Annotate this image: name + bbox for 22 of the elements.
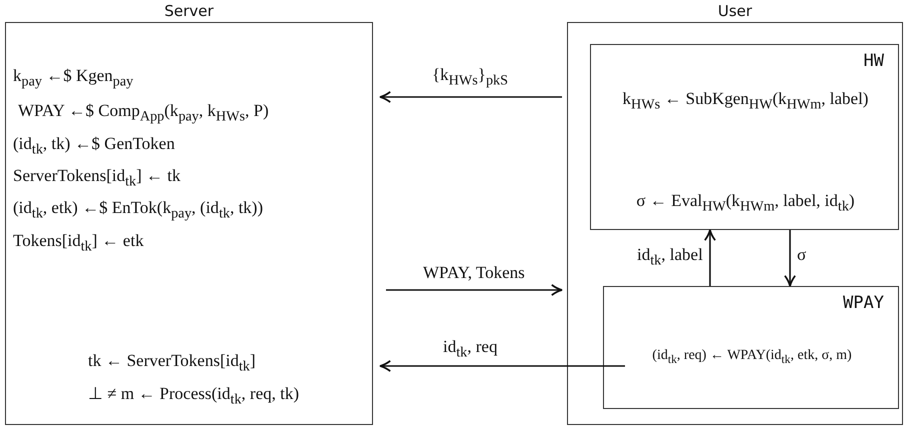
formula: ServerTokens[id$_{tk}$] ← tk — [13, 165, 181, 192]
panel-title: Server — [163, 2, 215, 20]
hw-box — [590, 44, 899, 230]
edge-label: WPAY, Tokens — [423, 262, 525, 284]
formula: Tokens[id$_{tk}$] ← etk — [13, 230, 144, 256]
formula: tk ← ServerTokens[id$_{tk}$] — [88, 350, 256, 376]
edge-label: id$_{tk}$, req — [443, 336, 498, 362]
box-title: HW — [864, 51, 884, 71]
formula: ⊥ ≠ m ← Process(id$_{tk}$, req, tk) — [88, 383, 299, 410]
formula: WPAY ←$ Comp$_{App}$(k$_{pay}$, k$_{HWs}$, P) — [18, 100, 269, 126]
formula: (id$_{tk}$, etk) ←$ EnTok(k$_{pay}$, (id$_{tk}$, tk)) — [13, 197, 263, 224]
formula: (id$_{tk}$, tk) ←$ GenToken — [13, 133, 175, 160]
edge-label: id$_{tk}$, label — [637, 244, 703, 270]
box-title: WPAY — [843, 293, 884, 313]
formula: (id$_{tk}$, req) ← WPAY(id$_{tk}$, etk, σ, m) — [651, 347, 853, 368]
edge-label: σ — [797, 244, 806, 266]
panel-title: User — [716, 2, 754, 20]
wallet-box — [603, 286, 899, 409]
formula: k$_{pay}$ ←$ Kgen$_{pay}$ — [13, 65, 134, 92]
edge-label: {k$_{HWs}$}$_{pkS}$ — [432, 64, 508, 90]
formula: k$_{HWs}$ ← SubKgen$_{HW}$(k$_{HWm}$, label) — [622, 88, 870, 114]
formula: σ ← Eval$_{HW}$(k$_{HWm}$, label, id$_{tk}$) — [635, 190, 856, 216]
